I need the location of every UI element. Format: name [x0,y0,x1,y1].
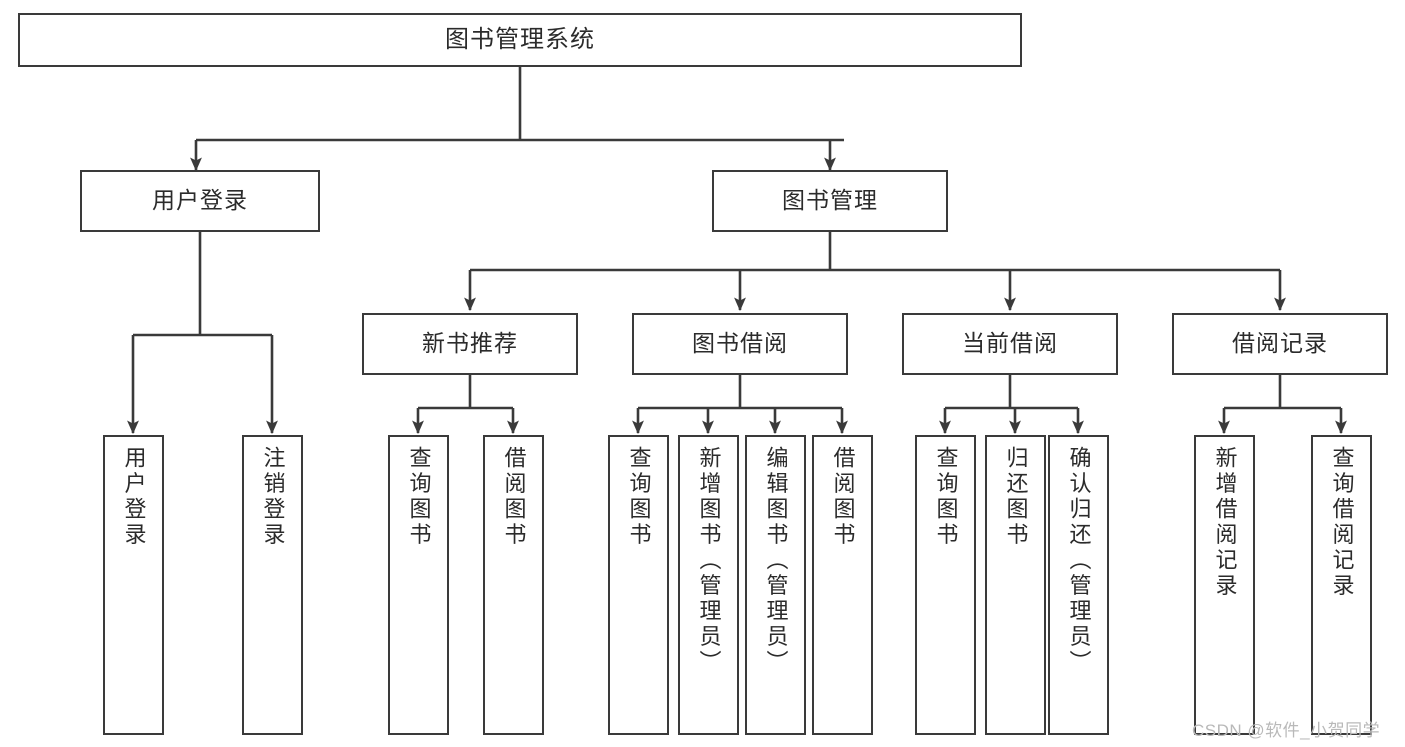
node-leaf-confirm-return[interactable]: 确认归还（管理员） [1048,435,1109,735]
node-label: 借阅图书 [830,446,856,548]
node-label: 归还图书 [1003,446,1029,548]
node-book-borrow[interactable]: 图书借阅 [632,313,848,375]
node-label: 确认归还（管理员） [1066,446,1092,676]
node-label: 新增图书（管理员） [696,446,722,676]
node-leaf-user-login[interactable]: 用户登录 [103,435,164,735]
node-label: 查询图书 [933,446,959,548]
node-label: 图书管理系统 [445,25,595,53]
node-leaf-query-book-2[interactable]: 查询图书 [608,435,669,735]
node-label: 借阅图书 [501,446,527,548]
watermark-text: CSDN @软件_小贺同学 [1192,721,1381,740]
node-label: 查询图书 [406,446,432,548]
node-new-book-recommend[interactable]: 新书推荐 [362,313,578,375]
node-leaf-query-record[interactable]: 查询借阅记录 [1311,435,1372,735]
node-label: 用户登录 [152,187,248,214]
node-user-login[interactable]: 用户登录 [80,170,320,232]
node-borrow-record[interactable]: 借阅记录 [1172,313,1388,375]
node-label: 借阅记录 [1232,330,1328,357]
node-current-borrow[interactable]: 当前借阅 [902,313,1118,375]
node-leaf-query-book-1[interactable]: 查询图书 [388,435,449,735]
node-label: 图书借阅 [692,330,788,357]
node-leaf-query-book-3[interactable]: 查询图书 [915,435,976,735]
node-leaf-return-book[interactable]: 归还图书 [985,435,1046,735]
node-label: 注销登录 [260,446,286,548]
node-leaf-add-book[interactable]: 新增图书（管理员） [678,435,739,735]
node-label: 新增借阅记录 [1212,446,1238,599]
node-label: 查询借阅记录 [1329,446,1355,599]
node-leaf-logout[interactable]: 注销登录 [242,435,303,735]
node-label: 新书推荐 [422,330,518,357]
node-label: 图书管理 [782,187,878,214]
node-leaf-borrow-book-2[interactable]: 借阅图书 [812,435,873,735]
node-leaf-add-record[interactable]: 新增借阅记录 [1194,435,1255,735]
node-label: 查询图书 [626,446,652,548]
node-label: 当前借阅 [962,330,1058,357]
node-label: 编辑图书（管理员） [763,446,789,676]
node-leaf-borrow-book-1[interactable]: 借阅图书 [483,435,544,735]
node-book-management[interactable]: 图书管理 [712,170,948,232]
node-root-system[interactable]: 图书管理系统 [18,13,1022,67]
node-label: 用户登录 [121,446,147,548]
node-leaf-edit-book[interactable]: 编辑图书（管理员） [745,435,806,735]
